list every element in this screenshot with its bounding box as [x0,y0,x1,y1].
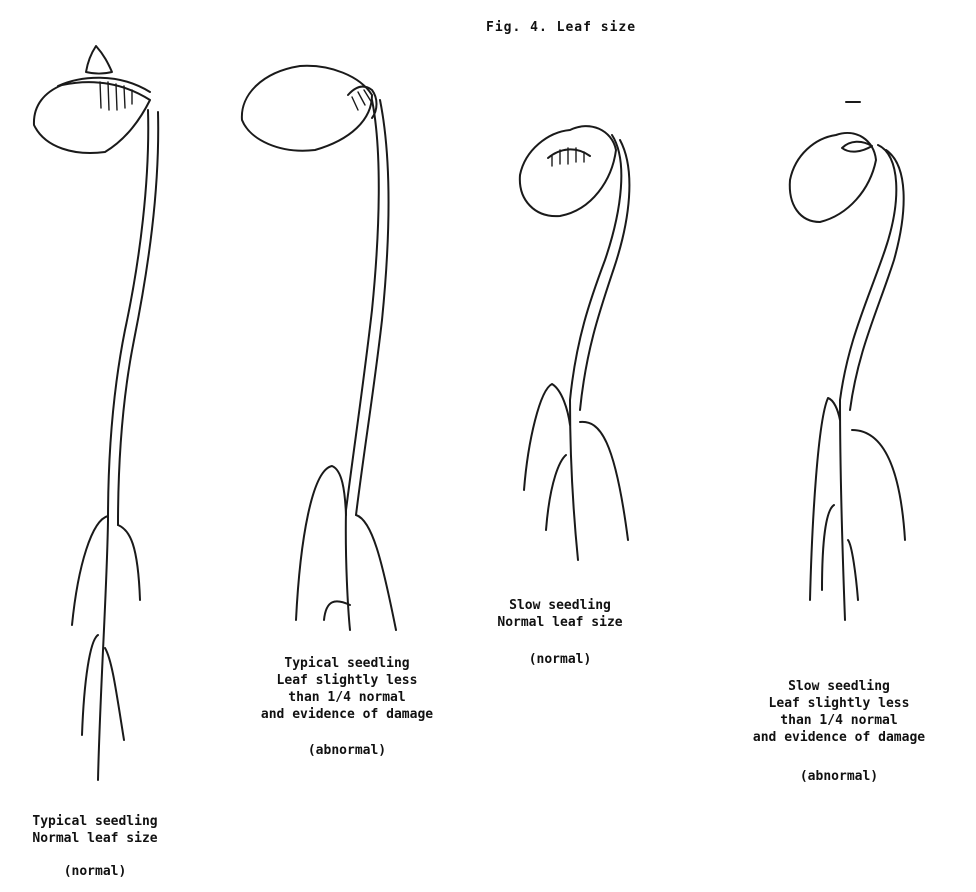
seedling-4-root-fold [822,505,858,600]
seedling-3-seed-front [546,422,628,540]
caption-line: Typical seedling [14,813,176,830]
caption-line: Slow seedling [480,597,640,614]
seedling-4-bud [842,142,872,152]
caption-verdict: (abnormal) [218,742,476,759]
seedling-4-drawing [790,102,905,620]
seedling-4-seed-back [810,398,840,600]
seedling-1-caption: Typical seedling Normal leaf size (norma… [14,813,176,880]
seedling-2-stem-left [346,100,379,630]
seedling-4-caption: Slow seedling Leaf slightly less than 1/… [708,678,970,785]
caption-line: than 1/4 normal [708,712,970,729]
seedling-4-stem-left [840,145,896,620]
seedling-3-caption: Slow seedling Normal leaf size (normal) [480,597,640,668]
seedling-1-stem-left [98,110,148,780]
seedling-1-drawing [34,46,158,780]
seedling-3-drawing [520,126,630,560]
caption-line: Typical seedling [218,655,476,672]
caption-line: Normal leaf size [480,614,640,631]
caption-line: Leaf slightly less [218,672,476,689]
caption-verdict: (abnormal) [708,768,970,785]
seedling-4-seed-front [852,430,905,540]
caption-line: and evidence of damage [708,729,970,746]
seedling-2-caption: Typical seedling Leaf slightly less than… [218,655,476,759]
seedling-1-bud [86,46,112,74]
seedling-3-seed-back [524,384,570,490]
caption-line: and evidence of damage [218,706,476,723]
seedling-2-leaf [242,66,372,151]
caption-line: Slow seedling [708,678,970,695]
caption-line: Leaf slightly less [708,695,970,712]
seedling-2-root-fold [324,601,350,620]
seedling-3-stem-left [570,135,621,560]
seedling-1-stem-right [118,112,158,525]
caption-verdict: (normal) [14,863,176,880]
seedling-3-leaf [520,126,616,216]
caption-line: than 1/4 normal [218,689,476,706]
seedling-2-drawing [242,66,396,630]
caption-line: Normal leaf size [14,830,176,847]
seedling-4-leaf [790,133,876,222]
caption-verdict: (normal) [480,651,640,668]
